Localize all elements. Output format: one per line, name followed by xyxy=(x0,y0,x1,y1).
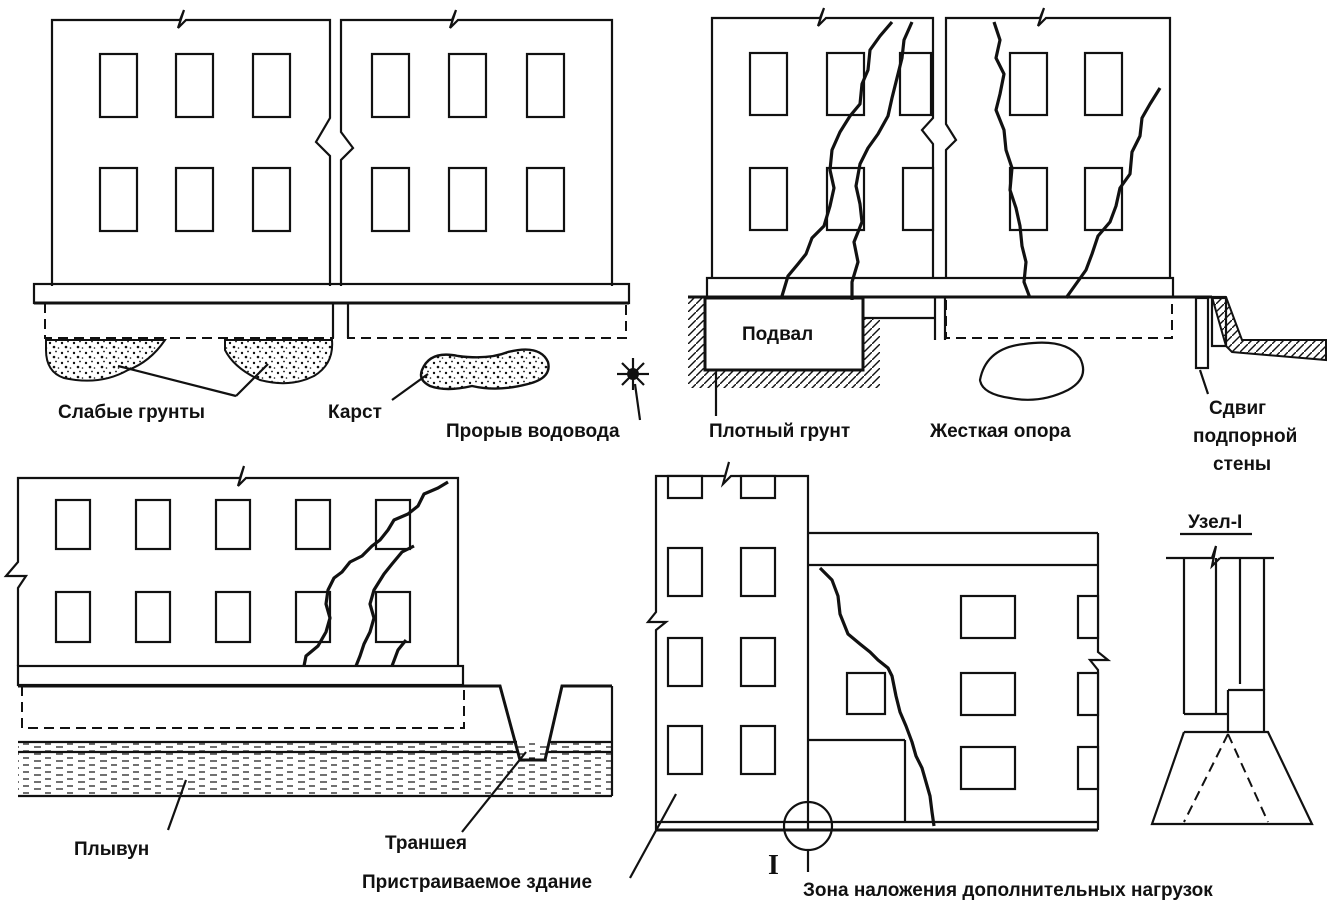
building-wall-outline xyxy=(3,465,460,666)
panel-node-detail: Узел-I xyxy=(1150,512,1314,826)
cracks xyxy=(780,20,1162,300)
basement-label: Подвал xyxy=(742,324,813,345)
building-wall-outline xyxy=(339,9,614,286)
dense-soil-hatch xyxy=(688,298,880,388)
rigid-support-stone xyxy=(978,341,1085,401)
cracks xyxy=(818,566,936,827)
quicksand-label: Плывун xyxy=(74,839,149,860)
windows xyxy=(98,52,566,233)
retaining-wall-shift-label: стены xyxy=(1213,454,1271,475)
foundation-outline xyxy=(44,303,627,339)
foundation-outline xyxy=(945,300,1173,339)
building-wall-outline xyxy=(50,9,332,286)
trench-label: Траншея xyxy=(385,833,467,854)
panel-weak-soils: Слабые грунты Карст Прорыв водовода xyxy=(32,9,649,442)
retaining-wall xyxy=(1194,295,1327,370)
node-marker-label: I xyxy=(768,850,779,881)
pipe-burst-label: Прорыв водовода xyxy=(446,421,620,442)
building-wall-outline xyxy=(710,7,935,278)
leader-lines xyxy=(714,369,1210,416)
panel-added-building: I Зона наложения дополнительных нагрузок xyxy=(629,461,1213,901)
weak-soil-left xyxy=(45,339,167,382)
windows xyxy=(666,474,777,776)
karst-label: Карст xyxy=(328,402,382,423)
node-foundation xyxy=(1150,688,1314,826)
windows xyxy=(748,51,1124,232)
weak-soils-label: Слабые грунты xyxy=(58,402,205,423)
pipe-burst-icon xyxy=(617,358,649,390)
building-wall-outline xyxy=(944,7,1172,278)
added-building-label: Пристраиваемое здание xyxy=(362,872,592,893)
leader-lines xyxy=(117,363,642,421)
foundation-outline xyxy=(21,686,465,729)
weak-soil-right xyxy=(224,339,334,385)
cracks xyxy=(302,480,449,667)
rigid-support-label: Жесткая опора xyxy=(929,421,1071,442)
extra-load-zone-label: Зона наложения дополнительных нагрузок xyxy=(803,880,1213,901)
node-detail-title: Узел-I xyxy=(1188,512,1242,533)
leader-line xyxy=(629,793,677,879)
quicksand-layer xyxy=(18,742,612,796)
retaining-wall-shift-label: Сдвиг xyxy=(1209,398,1266,419)
karst-cavity xyxy=(419,348,550,391)
leader-lines xyxy=(166,751,527,833)
retaining-wall-shift-label: подпорной xyxy=(1193,426,1297,447)
plinth xyxy=(705,276,1175,299)
plinth xyxy=(16,664,465,687)
windows xyxy=(845,594,1100,791)
dense-soil-label: Плотный грунт xyxy=(709,421,850,442)
panel-rigid-support: Подвал Плотный грунт Жесткая опора Сдвиг… xyxy=(688,7,1327,475)
windows xyxy=(54,498,412,644)
panel-quicksand: Плывун Траншея Пристраиваемое здание xyxy=(3,465,614,893)
plinth xyxy=(32,282,631,305)
